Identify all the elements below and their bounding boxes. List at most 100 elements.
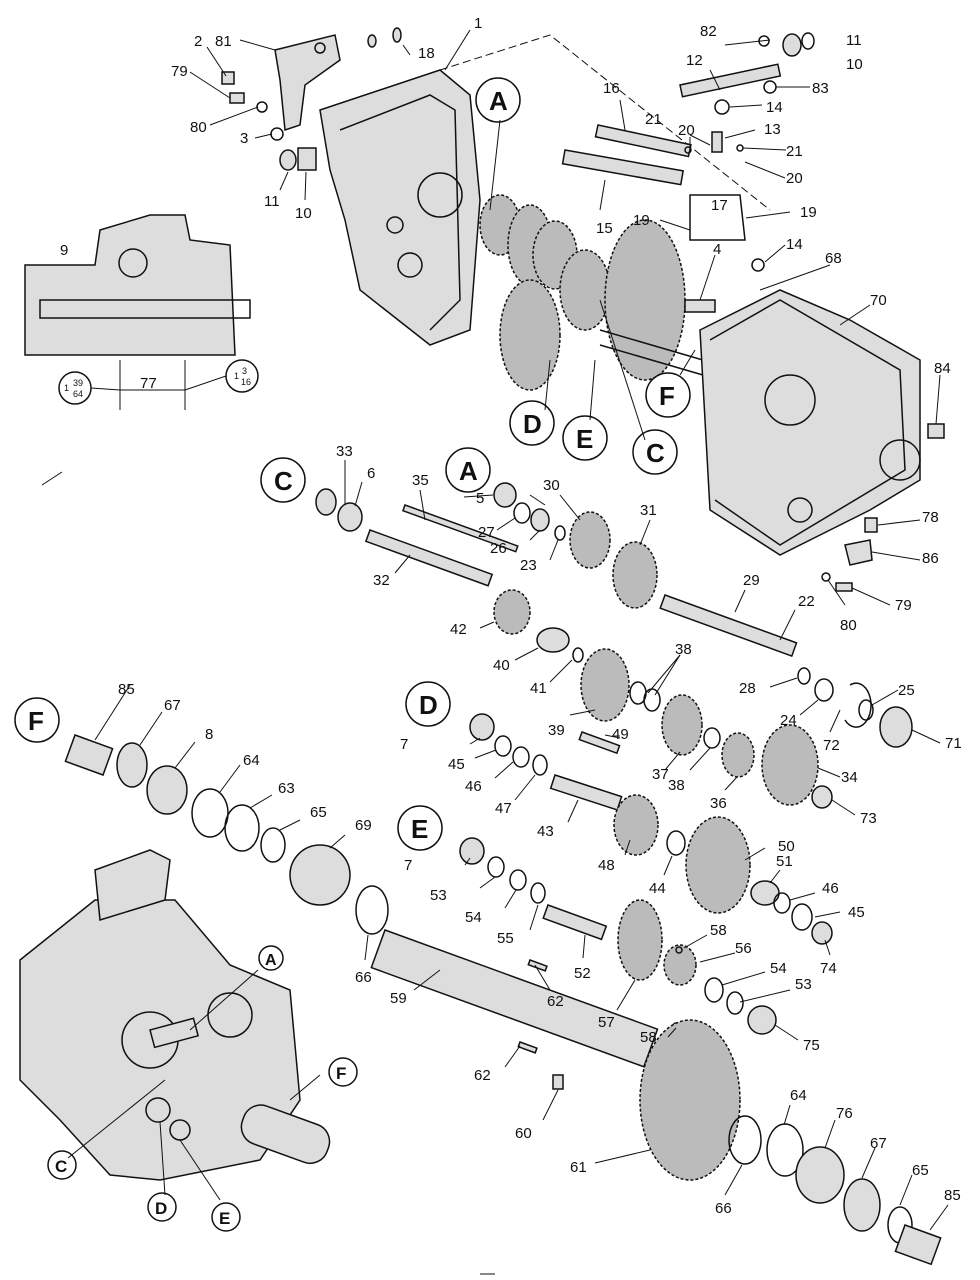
part-69-sleeve: [289, 844, 351, 906]
label-7b: 7: [404, 857, 412, 874]
label-32: 32: [373, 572, 390, 589]
part-48-gear: [613, 794, 659, 856]
dim-left-num: 39: [73, 378, 83, 388]
label-34: 34: [841, 769, 858, 786]
part-73-bushing: [811, 785, 833, 809]
label-53b: 53: [795, 976, 812, 993]
callout-E-top: [562, 415, 608, 461]
letter-D-shaft: D: [419, 690, 438, 720]
label-59: 59: [390, 990, 407, 1007]
label-20b: 20: [786, 170, 803, 187]
letter-F-bottom: F: [336, 1064, 346, 1083]
label-63: 63: [278, 780, 295, 797]
callout-F-bottom: [328, 1057, 358, 1087]
part-32-shaft: [364, 529, 494, 587]
part-49-key: [578, 731, 621, 755]
label-5: 5: [476, 490, 484, 507]
label-27: 27: [478, 524, 495, 541]
callout-C-top: [632, 429, 678, 475]
callout-A-bottom: [258, 945, 284, 971]
part-26-ring: [530, 508, 550, 532]
callout-C-shaft: [260, 457, 306, 503]
part-60-fitting: [552, 1074, 564, 1090]
callout-circles: [14, 77, 691, 1232]
label-62b: 62: [474, 1067, 491, 1084]
part-45-washer-b: [791, 903, 813, 931]
label-25: 25: [898, 682, 915, 699]
letter-A-shaft: A: [459, 456, 478, 486]
part-80-washer-b: [821, 572, 831, 582]
part-36-gear: [721, 732, 755, 778]
part-79-bolt: [229, 92, 245, 104]
callout-D-bottom: [147, 1192, 177, 1222]
part-28-ring: [797, 667, 811, 685]
dim-right-den: 16: [241, 377, 251, 387]
label-8: 8: [205, 726, 213, 743]
label-55: 55: [497, 930, 514, 947]
dim-right-whole: 1: [234, 371, 239, 381]
callout-F-top: [645, 372, 691, 418]
part-30-gear: [569, 511, 611, 569]
part-29-shaft: [659, 594, 798, 657]
reverse-shaft-assembly: [459, 837, 777, 1035]
label-38a: 38: [675, 641, 692, 658]
right-housing-half-70: [699, 289, 945, 592]
part-8-bearing: [146, 765, 188, 815]
label-26: 26: [490, 540, 507, 557]
callout-C-bottom: [47, 1150, 77, 1180]
part-58-ball-a: [675, 946, 683, 954]
part-66-washer: [355, 885, 389, 935]
upper-gear-cluster: [479, 124, 721, 391]
part-6-bearing: [337, 502, 363, 532]
label-10a: 10: [295, 205, 312, 222]
label-19a: 19: [633, 212, 650, 229]
label-76: 76: [836, 1105, 853, 1122]
part-25-ring: [858, 699, 874, 721]
part-2-plug: [221, 71, 235, 85]
letter-C-shaft: C: [274, 466, 293, 496]
label-85a: 85: [118, 681, 135, 698]
label-79b: 79: [895, 597, 912, 614]
part-62-key-b: [517, 1041, 538, 1054]
label-60: 60: [515, 1125, 532, 1142]
dim-right-bubble: [225, 359, 259, 393]
label-37: 37: [652, 766, 669, 783]
label-6: 6: [367, 465, 375, 482]
label-13: 13: [764, 121, 781, 138]
label-65b: 65: [912, 1162, 929, 1179]
part-53-washer: [487, 856, 505, 878]
part-42-gear: [493, 589, 531, 635]
part-85-bushing: [64, 734, 114, 776]
part-11-seal: [279, 149, 297, 171]
callout-letters: A D E C F C A D E F A C D E F: [28, 86, 675, 1228]
part-37-gear: [661, 694, 703, 756]
label-65a: 65: [310, 804, 327, 821]
label-81: 81: [215, 33, 232, 50]
letter-C-top: C: [646, 438, 665, 468]
label-31: 31: [640, 502, 657, 519]
label-15: 15: [596, 220, 613, 237]
label-72: 72: [823, 737, 840, 754]
part-71-bearing: [879, 706, 913, 748]
part-53-washer-b: [726, 991, 744, 1015]
part-labels: 1 2 3 4 5 6 7 7 8 10 10 11 11 12 13 14 1…: [118, 15, 962, 1280]
letter-D-top: D: [523, 409, 542, 439]
part-5-bearing: [493, 482, 517, 508]
label-45b: 45: [848, 904, 865, 921]
part-66-washer-b: [728, 1115, 762, 1165]
part-31-gear: [612, 541, 658, 609]
label-21a: 21: [645, 111, 662, 128]
label-47: 47: [495, 800, 512, 817]
part-46-washer-b: [773, 892, 791, 914]
part-27-washer: [513, 502, 531, 524]
part-12-rail: [679, 63, 782, 98]
main-gear-train: [580, 648, 913, 809]
part-47-ring: [532, 754, 548, 776]
leader-lines: [41, 29, 949, 1231]
part-56-gear: [663, 944, 697, 986]
label-66a: 66: [355, 969, 372, 986]
label-43: 43: [537, 823, 554, 840]
label-68: 68: [825, 250, 842, 267]
label-48: 48: [598, 857, 615, 874]
label-71: 71: [945, 735, 962, 752]
